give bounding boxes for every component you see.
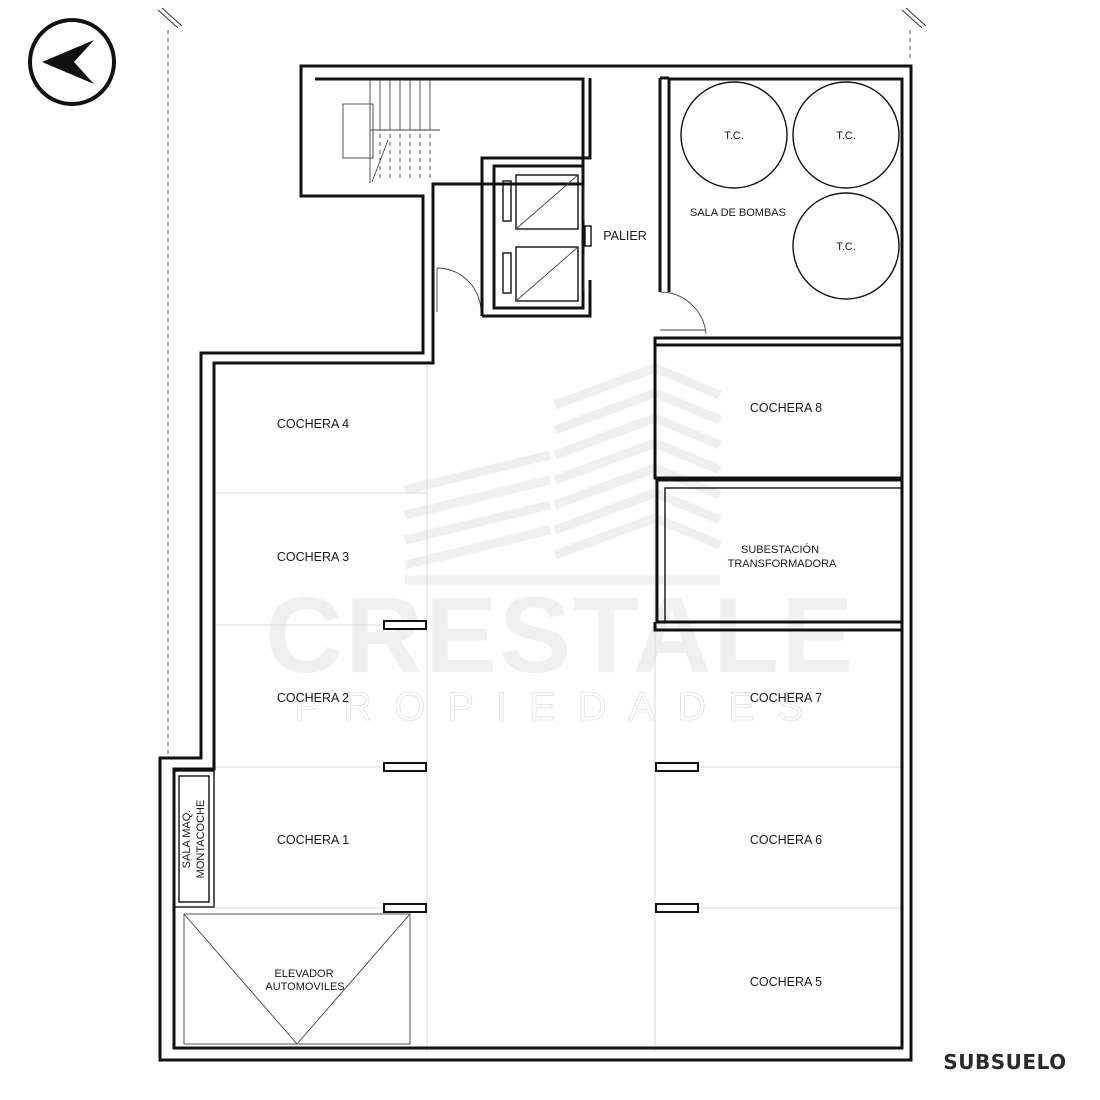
- cochera-7-label: COCHERA 7: [750, 691, 822, 705]
- car-elevator: [183, 913, 411, 1045]
- north-arrow-icon: [28, 18, 116, 106]
- columns: [383, 620, 699, 913]
- sala-bombas-room: [653, 76, 904, 347]
- property-lines: [157, 7, 927, 758]
- stairs: [342, 80, 440, 183]
- watermark-brand: CRESTALE: [265, 574, 855, 695]
- tank-label-3: T.C.: [836, 241, 856, 253]
- tank-label-2: T.C.: [836, 130, 856, 142]
- column: [655, 762, 699, 772]
- cochera-1-label: COCHERA 1: [277, 833, 349, 847]
- tank-3: [792, 192, 900, 300]
- sala-maq-room: [173, 770, 215, 908]
- column: [383, 903, 427, 913]
- cochera-4-label: COCHERA 4: [277, 417, 349, 431]
- tank-label-1: T.C.: [724, 130, 744, 142]
- right-rooms: [653, 345, 904, 632]
- sala-maq-label-line1: SALA MAQ.: [181, 810, 193, 869]
- elevador-label-line1: ELEVADOR: [274, 968, 333, 980]
- watermark-sub: PROPIEDADES: [295, 685, 826, 729]
- cochera-3-label: COCHERA 3: [277, 550, 349, 564]
- elevador-label-line2: AUTOMOVILES: [265, 981, 344, 993]
- watermark-logo: CRESTALE PROPIEDADES: [265, 363, 855, 729]
- column: [383, 620, 427, 630]
- tank-2: [792, 81, 900, 189]
- cochera-6-label: COCHERA 6: [750, 833, 822, 847]
- floor-title: SUBSUELO: [943, 1050, 1067, 1074]
- subestacion-label-line1: SUBESTACIÓN: [741, 543, 819, 556]
- column: [655, 903, 699, 913]
- subestacion-label-line2: TRANSFORMADORA: [728, 558, 837, 570]
- palier-label: PALIER: [603, 229, 647, 243]
- elevator-core: [480, 78, 662, 318]
- cochera-8-label: COCHERA 8: [750, 401, 822, 415]
- cochera-5-label: COCHERA 5: [750, 975, 822, 989]
- sala-maq-label-line2: MONTACOCHE: [195, 800, 207, 879]
- sala-maq-label: SALA MAQ. MONTACOCHE: [181, 800, 207, 879]
- cochera-2-label: COCHERA 2: [277, 691, 349, 705]
- column: [383, 762, 427, 772]
- tank-1: [680, 81, 788, 189]
- sala-bombas-label: SALA DE BOMBAS: [690, 207, 786, 219]
- watermark-building-icon: [403, 363, 722, 585]
- door-stairs: [436, 267, 482, 313]
